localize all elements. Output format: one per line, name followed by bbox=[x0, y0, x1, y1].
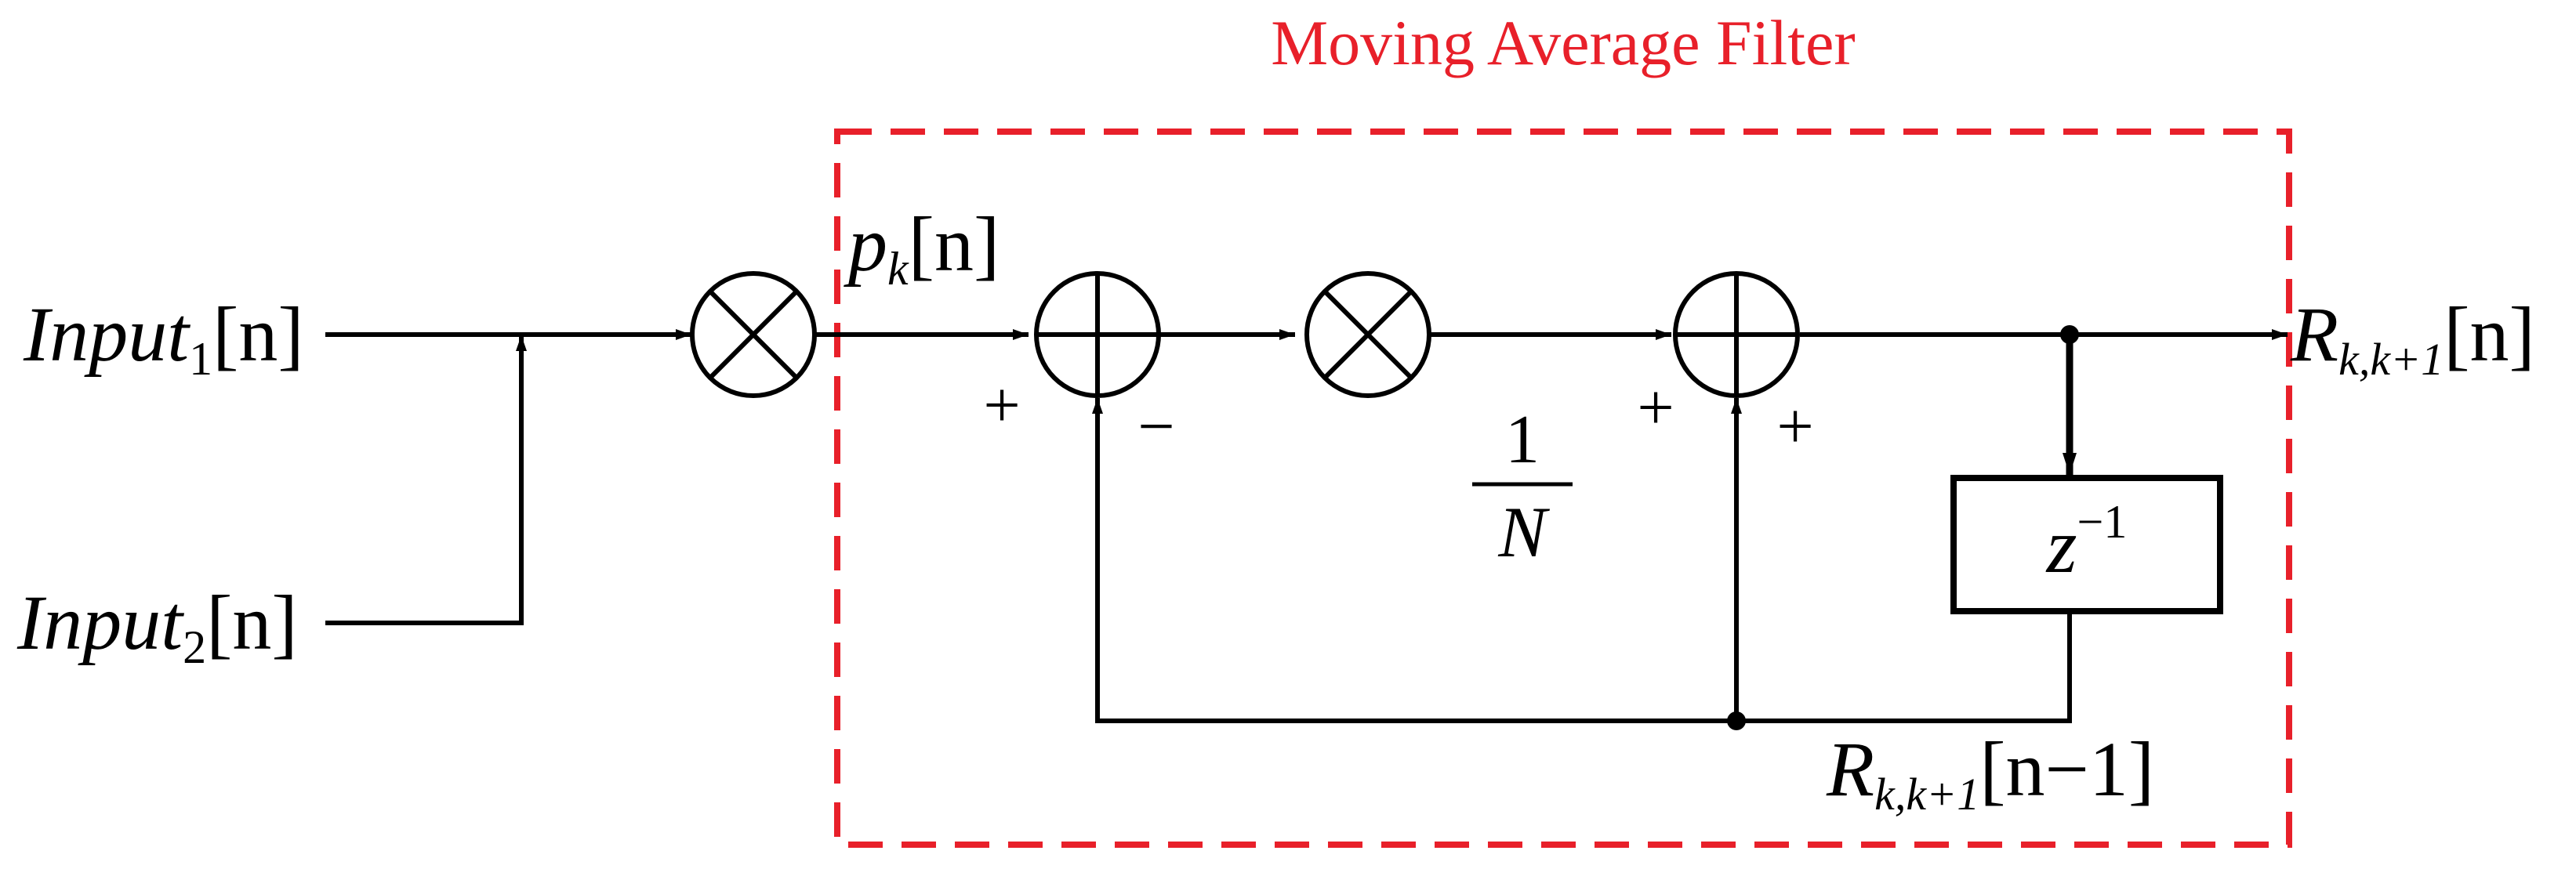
output-label: Rk,k+1[n] bbox=[2290, 291, 2535, 385]
input1-label: Input1[n] bbox=[23, 291, 304, 385]
gain-denominator: N bbox=[1497, 492, 1550, 572]
gain-numerator: 1 bbox=[1505, 402, 1540, 478]
sum2-bottom-plus-sign: + bbox=[1776, 390, 1813, 463]
signal-wires bbox=[325, 329, 2288, 723]
gain-fraction: 1 N bbox=[1472, 402, 1573, 572]
sum1-plus-sign: + bbox=[983, 369, 1020, 442]
delay-label: z−1 bbox=[2045, 496, 2128, 589]
output-junction-dot bbox=[2060, 325, 2079, 344]
sum1-minus-sign: − bbox=[1137, 390, 1174, 463]
multiplier-block-2 bbox=[1304, 271, 1431, 398]
multiplier-block-1 bbox=[690, 271, 817, 398]
feedback-label: Rk,k+1[n−1] bbox=[1826, 726, 2154, 820]
filter-title: Moving Average Filter bbox=[1271, 7, 1855, 78]
pk-label: pk[n] bbox=[844, 201, 1000, 295]
input2-wire bbox=[325, 335, 527, 625]
feedback-junction-dot bbox=[1727, 711, 1746, 730]
sum2-left-plus-sign: + bbox=[1637, 371, 1674, 444]
input2-label: Input2[n] bbox=[16, 579, 298, 673]
summer-block-2 bbox=[1673, 271, 1800, 398]
delay-block bbox=[1950, 475, 2223, 614]
delay-output-wire bbox=[1092, 398, 2072, 723]
summer-block-1 bbox=[1034, 271, 1161, 398]
filter-frame bbox=[834, 129, 2292, 848]
